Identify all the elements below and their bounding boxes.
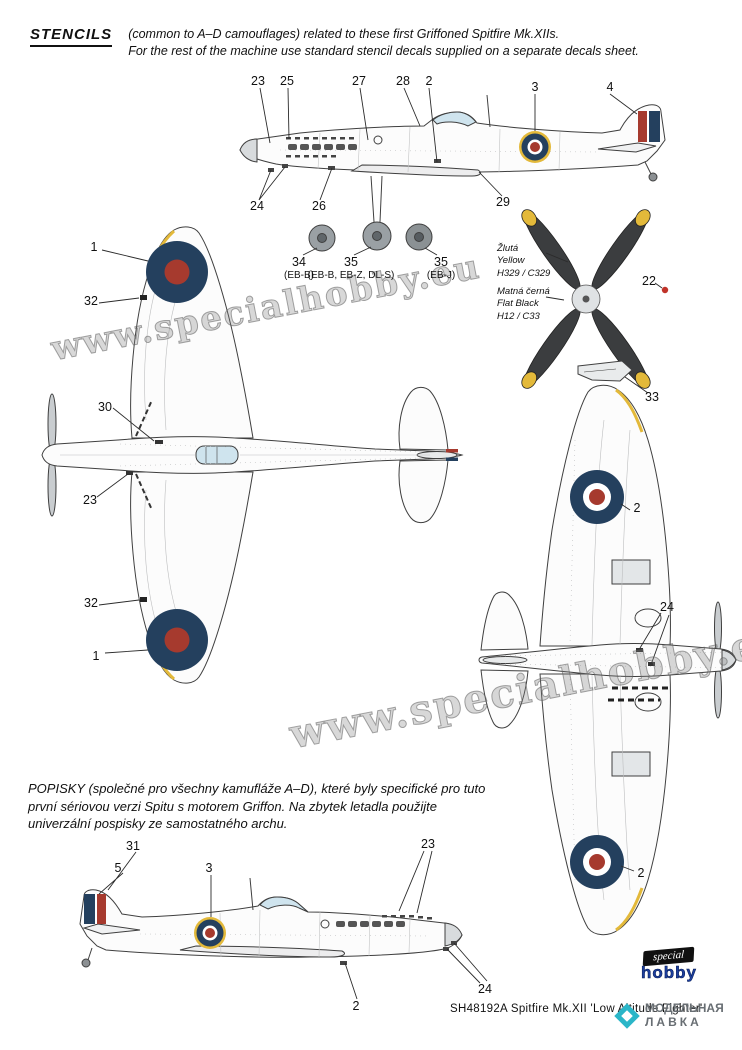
kit-footer: SH48192A Spitfire Mk.XII 'Low Altitude F… xyxy=(450,1003,703,1015)
callout-3: 3 xyxy=(531,79,539,94)
callout-33: 33 xyxy=(645,389,659,404)
paint-label-yellow: Žlutá Yellow H329 / C329 xyxy=(497,243,550,280)
callout-24c: 24 xyxy=(478,981,492,996)
callout-23b: 23 xyxy=(83,492,97,507)
paint-label-black: Matná černá Flat Black H12 / C33 xyxy=(497,286,550,323)
plan-bottom-view xyxy=(478,384,737,936)
fuselage-roundel xyxy=(519,131,551,163)
callout-32b: 32 xyxy=(84,595,98,610)
wheel-label-multi: (EB-B, EB-Z, DL-S) xyxy=(307,270,395,281)
header: STENCILS (common to A–D camouflages) rel… xyxy=(30,26,725,60)
leader-lines xyxy=(96,87,670,1000)
side-profile-starboard xyxy=(79,877,463,968)
callout-23c: 23 xyxy=(421,836,435,851)
callout-31: 31 xyxy=(126,838,140,853)
callout-35a: 35 xyxy=(344,254,358,269)
callout-4: 4 xyxy=(606,79,614,94)
callout-34: 34 xyxy=(292,254,306,269)
header-desc-line1: (common to A–D camouflages) related to t… xyxy=(128,27,560,41)
callout-2b: 2 xyxy=(633,500,641,515)
wheels-art xyxy=(308,221,433,252)
shop-text-line2: ЛАВКА xyxy=(645,1014,702,1029)
shop-watermark: МОДЕЛЬНАЯ ЛАВКА xyxy=(614,1001,724,1030)
callout-32: 32 xyxy=(84,293,98,308)
page-title: STENCILS xyxy=(30,26,113,47)
callout-24: 24 xyxy=(250,198,264,213)
callout-24b: 24 xyxy=(660,599,674,614)
red-dot-decal xyxy=(661,286,669,294)
callout-29: 29 xyxy=(496,194,510,209)
callout-1: 1 xyxy=(90,239,98,254)
callout-22: 22 xyxy=(642,273,656,288)
callout-5: 5 xyxy=(114,860,122,875)
callout-1b: 1 xyxy=(92,648,100,663)
propeller-art xyxy=(521,209,669,389)
wheel-label-ebb: (EB-B) xyxy=(284,270,314,281)
side-profile-port xyxy=(239,94,666,223)
header-desc-line2: For the rest of the machine use standard… xyxy=(128,43,639,58)
upper-wing-roundels xyxy=(146,241,208,671)
paint-black-code: H12 / C33 xyxy=(497,310,540,322)
paint-yellow-en: Yellow xyxy=(497,255,525,267)
callout-35b: 35 xyxy=(434,254,448,269)
part-33-art xyxy=(577,360,633,382)
callout-27: 27 xyxy=(352,73,366,88)
callout-2d: 2 xyxy=(352,998,360,1013)
wheel-label-ebj: (EB-J) xyxy=(426,270,456,281)
brand-name-text: hobby xyxy=(641,963,697,983)
plan-top-view xyxy=(41,226,464,684)
paint-black-cz: Matná černá xyxy=(497,286,550,297)
fin-flash-2 xyxy=(84,894,106,924)
under-wing-roundels xyxy=(570,470,624,889)
callout-2c: 2 xyxy=(637,865,645,880)
callout-26: 26 xyxy=(312,198,326,213)
popisky-note: POPISKY (společné pro všechny kamufláže … xyxy=(28,781,486,832)
fin-flash xyxy=(638,111,660,142)
fuselage-roundel-2 xyxy=(194,917,226,949)
paint-yellow-code: H329 / C329 xyxy=(497,267,551,279)
special-hobby-logo: special hobby xyxy=(630,946,708,983)
callout-30: 30 xyxy=(98,399,112,414)
shop-text-line1: МОДЕЛЬНАЯ xyxy=(645,1001,724,1015)
paint-yellow-cz: Žlutá xyxy=(497,243,519,254)
callout-23: 23 xyxy=(251,73,265,88)
shop-logo-icon xyxy=(614,1003,640,1029)
header-description: (common to A–D camouflages) related to t… xyxy=(128,26,639,60)
paint-black-en: Flat Black xyxy=(497,298,539,310)
shop-logo-text: МОДЕЛЬНАЯ ЛАВКА xyxy=(645,1001,724,1030)
callout-2: 2 xyxy=(425,73,433,88)
callout-28: 28 xyxy=(396,73,410,88)
callout-25: 25 xyxy=(280,73,294,88)
callout-3b: 3 xyxy=(205,860,213,875)
brand-script-text: special xyxy=(653,948,685,964)
